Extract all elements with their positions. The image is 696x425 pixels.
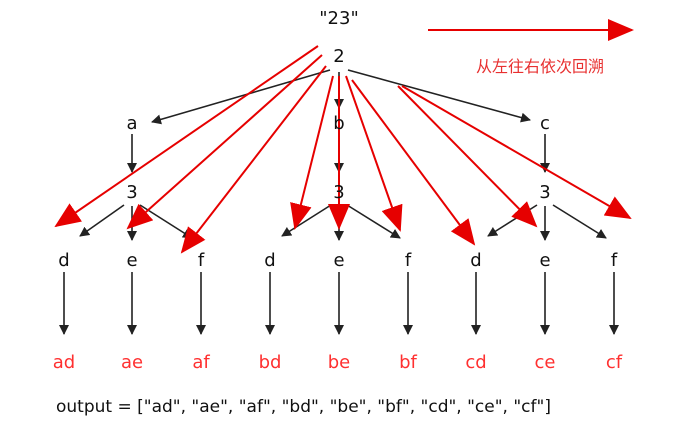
red-arrow-ae [126,54,323,230]
leaf-6: f [405,250,412,271]
combo-af: af [192,352,210,373]
red-arrow-bd [290,75,334,230]
leaf-3: f [198,250,205,271]
combo-cf: cf [606,352,623,373]
leaf-9: f [611,250,618,271]
edge-3b-f [346,204,401,239]
combo-bd: bd [259,352,282,373]
combo-ae: ae [121,352,143,373]
node-letter-a: a [126,113,137,134]
node-digit-2: 2 [333,46,344,67]
edge-3c-f [552,204,607,239]
leaf-2: e [126,250,137,271]
backtrack-arrows [54,45,632,254]
red-arrow-cf [401,85,632,220]
combo-ce: ce [535,352,556,373]
combo-bf: bf [399,352,417,373]
direction-note: 从左往右依次回溯 [476,57,604,76]
root-label: "23" [319,8,358,29]
edge-3a-d [79,204,125,237]
leaf-7: d [470,250,481,271]
leaf-5: e [333,250,344,271]
node-letter-b: b [333,113,344,134]
combo-cd: cd [465,352,486,373]
node-digit-3-b: 3 [333,182,344,203]
edge-2-a [151,69,331,125]
leaf-4: d [264,250,275,271]
red-arrow-cd [351,79,476,246]
red-arrow-ad [54,45,319,228]
node-letter-c: c [540,113,550,134]
red-arrow-af [180,65,327,254]
node-digit-3-a: 3 [126,182,137,203]
leaf-1: d [58,250,69,271]
combo-be: be [328,352,351,373]
leaf-8: e [539,250,550,271]
edge-3b-d [281,204,332,237]
combo-ad: ad [53,352,75,373]
output-text: output = ["ad", "ae", "af", "bd", "be", … [56,397,551,417]
red-arrow-ce [397,85,538,228]
node-digit-3-c: 3 [539,182,550,203]
edge-2-c [347,69,531,123]
red-arrow-bf [345,75,403,232]
